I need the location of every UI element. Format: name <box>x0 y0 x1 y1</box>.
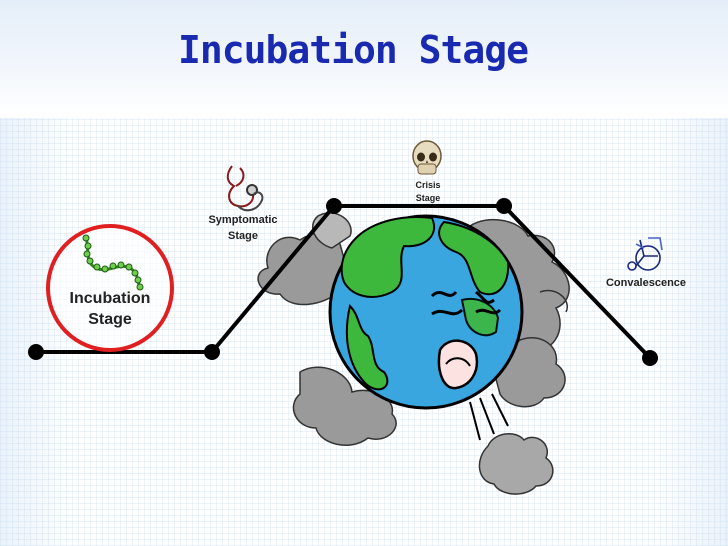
label-convalescence: Convalescence <box>605 277 687 289</box>
point-incubation-start <box>28 344 44 360</box>
point-crisis-start <box>326 198 342 214</box>
point-crisis-end <box>496 198 512 214</box>
skull-icon <box>412 140 442 175</box>
label-symptomatic-stage: Symptomatic Stage <box>208 214 278 242</box>
point-convalescence-end <box>642 350 658 366</box>
bacterium-icon <box>82 234 144 291</box>
title-band <box>0 0 728 118</box>
highlight-circle <box>46 224 174 352</box>
slide-title: Incubation Stage <box>178 28 529 72</box>
label-crisis-stage: Crisis Stage <box>415 180 441 203</box>
stage-path <box>28 198 658 366</box>
label-incubation-stage: Incubation Stage <box>69 290 151 328</box>
point-symptomatic-start <box>204 344 220 360</box>
sick-earth-illustration <box>328 214 524 441</box>
wheelchair-icon <box>627 237 663 271</box>
stethoscope-icon <box>226 165 264 212</box>
